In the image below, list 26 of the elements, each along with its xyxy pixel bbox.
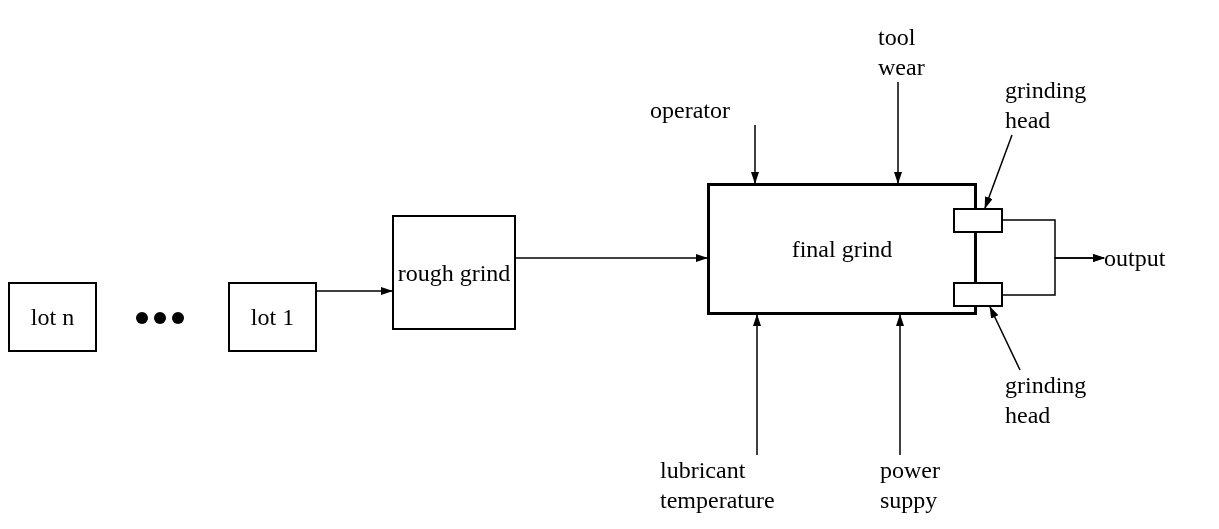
box-label: rough grind (397, 258, 511, 288)
arrow (989, 306, 1021, 371)
box-label: lot n (30, 303, 75, 332)
box-label: lot 1 (250, 303, 295, 332)
factor-label: power suppy (880, 455, 960, 517)
arrow (896, 314, 904, 456)
arrow (1002, 254, 1105, 296)
factor-label: grinding head (1005, 370, 1105, 430)
arrow (984, 134, 1013, 209)
box-label: final grind (791, 235, 893, 264)
factor-label: tool wear (878, 22, 938, 82)
factor-label: lubricant temperature (660, 455, 800, 517)
factor-label: grinding head (1005, 75, 1105, 135)
grinding-head-box (953, 208, 1003, 233)
factor-label: operator (650, 95, 790, 125)
process-box (228, 282, 317, 352)
process-box (8, 282, 97, 352)
arrow (753, 314, 761, 456)
arrow (515, 254, 708, 262)
arrow (751, 124, 759, 184)
arrow (894, 81, 902, 184)
process-box (392, 215, 516, 330)
arrow (316, 287, 393, 295)
grinding-head-box (953, 282, 1003, 307)
process-box (707, 183, 977, 315)
factor-label: output (1104, 243, 1184, 273)
